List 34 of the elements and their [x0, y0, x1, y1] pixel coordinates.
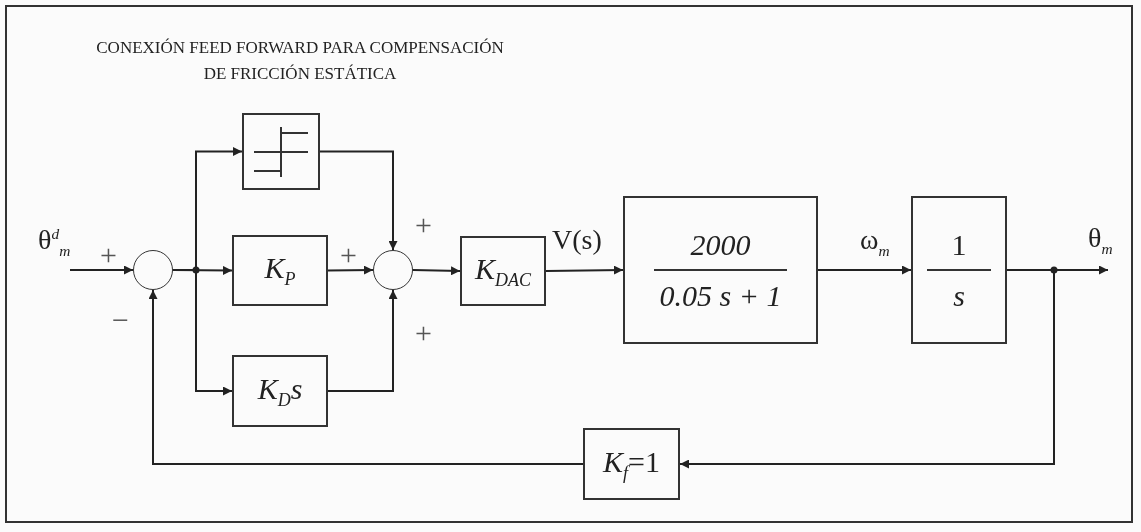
- sign-label: +: [415, 210, 432, 240]
- arrow: [817, 265, 912, 275]
- block-label: K$_{D}$s: [257, 371, 303, 411]
- numerator: 1: [951, 228, 967, 261]
- sign-label: −: [112, 305, 129, 335]
- transfer-function-block: [623, 196, 818, 344]
- sign-label: +: [100, 240, 117, 270]
- arrow: [679, 269, 1055, 469]
- gain-block: [232, 355, 328, 427]
- denominator: 0.05 s + 1: [659, 279, 782, 312]
- arrow: [412, 266, 461, 276]
- gain-block: [583, 428, 680, 500]
- relay-block: [242, 113, 320, 190]
- gain-block: [232, 235, 328, 306]
- numerator: 2000: [690, 228, 751, 261]
- gain-block: [460, 236, 546, 306]
- diagram-title: CONEXIÓN FEED FORWARD PARA COMPENSACIÓN DE FRICCIÓN ESTÁTICA: [95, 37, 505, 85]
- sign-label: +: [340, 240, 357, 270]
- arrow: [545, 265, 624, 275]
- arrow: [327, 265, 374, 275]
- signal-label: V(s): [552, 226, 602, 254]
- arrow: [319, 150, 398, 251]
- sign-label: +: [415, 318, 432, 348]
- arrow: [69, 265, 134, 275]
- denominator: s: [953, 279, 965, 312]
- integrator-block: [911, 196, 1007, 344]
- arrow: [327, 289, 398, 392]
- arrow: [148, 289, 584, 465]
- signal-label: ω$_{m}$: [860, 226, 890, 258]
- arrow: [172, 269, 233, 396]
- block-label: K$_{P}$: [264, 251, 296, 290]
- block-label: K$_{DAC}$: [475, 251, 531, 291]
- signal-label: θ$_{m}$: [1088, 224, 1113, 256]
- block-label: K$_{f}$=1: [603, 444, 660, 484]
